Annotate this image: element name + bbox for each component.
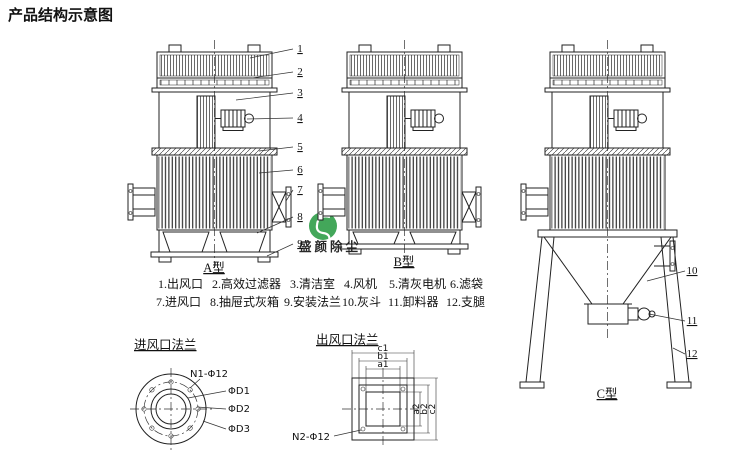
callout-5: 5 [297, 141, 303, 153]
watermark-logo: 盛颜除尘 [299, 212, 361, 254]
inlet-dim-d2: ΦD2 [228, 404, 250, 415]
outlet-bolt-count-label: N2-Φ12 [292, 432, 330, 443]
machine-a-label: A型 [203, 261, 225, 275]
callout-2: 2 [297, 66, 303, 78]
inlet-flange-title: 进风口法兰 [134, 338, 197, 352]
page-title: 产品结构示意图 [8, 6, 113, 24]
callout-12: 12 [687, 348, 698, 360]
outlet-flange-title: 出风口法兰 [316, 333, 379, 347]
outlet-dim-c2: c2 [428, 404, 438, 415]
inlet-dim-d1: ΦD1 [228, 386, 250, 397]
machine-a-drawing [127, 40, 292, 268]
inlet-dim-d3: ΦD3 [228, 424, 250, 435]
legend-item: 10.灰斗 [342, 295, 381, 309]
outlet-dim-a2: a2 [412, 403, 422, 414]
legend-item: 8.抽屉式灰箱 [210, 294, 279, 309]
legend-item: 5.清灰电机 [389, 277, 446, 291]
callouts-right: 10 11 12 [646, 265, 699, 360]
callout-9: 9 [297, 238, 303, 250]
machine-b-label: B型 [394, 255, 415, 269]
callout-11: 11 [687, 315, 698, 327]
machine-b-drawing [317, 40, 482, 260]
callout-3: 3 [297, 87, 303, 99]
legend-item: 1.出风口 [158, 277, 203, 291]
callout-6: 6 [297, 164, 303, 176]
callout-8: 8 [297, 211, 303, 223]
legend-item: 9.安装法兰 [284, 294, 341, 309]
outlet-dim-b1: b1 [377, 352, 388, 362]
legend-item: 7.进风口 [156, 295, 201, 309]
machine-c-drawing [519, 40, 692, 389]
callout-7: 7 [297, 184, 303, 196]
machine-c-label: C型 [597, 387, 618, 401]
callouts-left: 1 2 3 4 5 6 7 8 9 [235, 43, 303, 257]
legend-item: 11.卸料器 [388, 294, 439, 309]
legend-item: 6.滤袋 [450, 277, 483, 291]
callout-4: 4 [297, 112, 303, 124]
outlet-dim-b2: b2 [420, 403, 430, 414]
watermark-text: 盛颜除尘 [299, 239, 361, 254]
legend-item: 3.清洁室 [290, 276, 335, 291]
legend-item: 12.支腿 [446, 295, 485, 309]
legend-item: 4.风机 [344, 277, 377, 291]
inlet-flange-detail: 进风口法兰 N1-Φ12 ΦD1 ΦD2 ΦD3 [130, 338, 250, 450]
callout-10: 10 [687, 265, 699, 277]
outlet-dim-a1: a1 [377, 360, 388, 370]
legend-item: 2.高效过滤器 [212, 276, 281, 291]
outlet-flange-detail: 出风口法兰 c1 b1 a1 a2 b2 c2 [292, 333, 438, 448]
watermark-circle-icon [309, 212, 337, 240]
outlet-dim-c1: c1 [378, 344, 389, 354]
inlet-bolt-count-label: N1-Φ12 [190, 369, 228, 380]
callout-1: 1 [297, 43, 303, 55]
parts-legend: 1.出风口 2.高效过滤器 3.清洁室 4.风机 5.清灰电机 6.滤袋 7.进… [156, 276, 485, 309]
